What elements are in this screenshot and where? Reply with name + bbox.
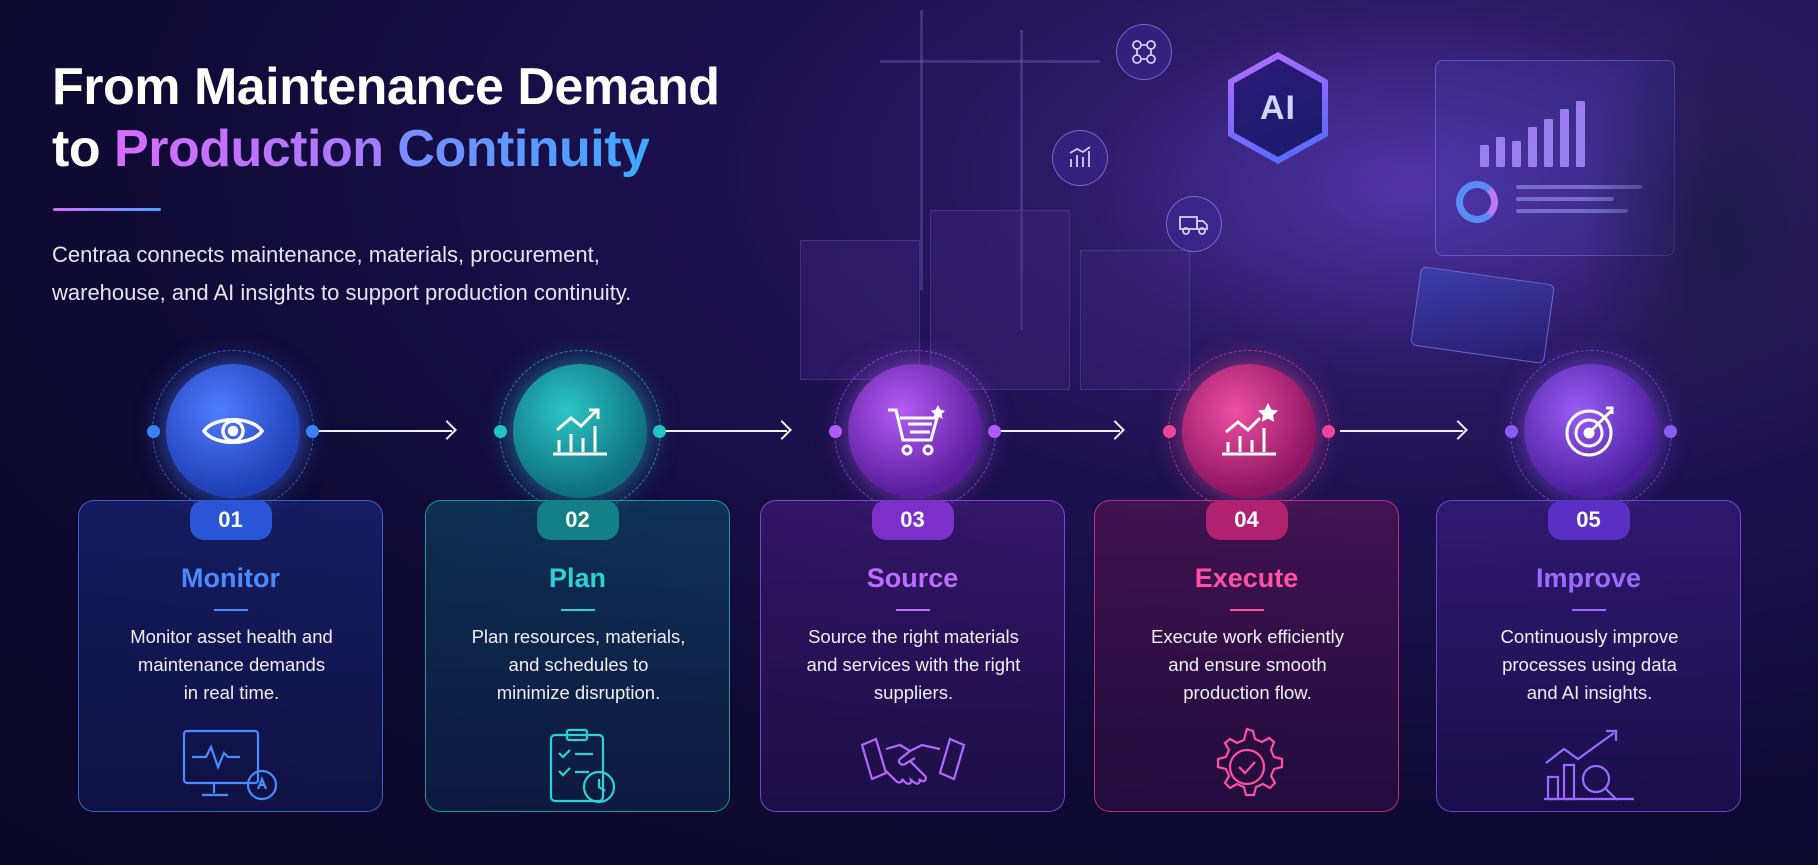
connector-dot <box>829 425 842 438</box>
step-desc-line: Source the right materials <box>808 626 1019 647</box>
title-underline <box>53 208 161 211</box>
dashboard-lines <box>1516 185 1656 221</box>
step-description: Execute work efficiently and ensure smoo… <box>1113 623 1382 707</box>
chart-star-icon <box>1182 364 1316 498</box>
step-title: Improve <box>1535 563 1642 593</box>
connector-dot <box>653 425 666 438</box>
connector-dot <box>1505 425 1518 438</box>
step-desc-line: suppliers. <box>873 682 954 703</box>
step-desc-line: and services with the right <box>806 654 1021 675</box>
shopping-cart-icon <box>848 364 982 498</box>
growth-chart-icon <box>513 364 647 498</box>
step-desc-line: Execute work efficiently <box>1151 626 1344 647</box>
target-icon <box>1524 364 1658 498</box>
title-production: Production <box>114 120 384 178</box>
step-improve: 05 Improve Continuously improve processe… <box>1436 350 1746 820</box>
step-number-badge: 01 <box>189 500 272 540</box>
step-number-badge: 04 <box>1205 500 1288 540</box>
crane-mast <box>1020 30 1023 330</box>
shipping-containers <box>1080 250 1190 390</box>
connector-dot <box>1664 425 1677 438</box>
step-desc-line: maintenance demands <box>137 654 326 675</box>
step-description: Monitor asset health and maintenance dem… <box>97 623 366 707</box>
gear-check-icon <box>1216 727 1283 797</box>
page-title: From Maintenance Demand to Production Co… <box>52 56 720 180</box>
step-desc-line: Plan resources, materials, <box>471 626 686 647</box>
network-icon <box>1116 24 1172 80</box>
step-execute: 04 Execute Execute work efficiently and … <box>1094 350 1404 820</box>
step-description: Source the right materials and services … <box>779 623 1048 707</box>
step-title-underline <box>1229 609 1264 611</box>
step-title-underline <box>213 609 248 611</box>
step-plan: 02 Plan Plan resources, materials, and s… <box>425 350 735 820</box>
connector-dot <box>494 425 507 438</box>
truck-icon <box>1166 196 1222 252</box>
crane-boom <box>880 60 1100 63</box>
step-desc-line: Continuously improve <box>1500 626 1679 647</box>
step-description: Continuously improve processes using dat… <box>1455 623 1724 707</box>
eye-icon <box>166 364 300 498</box>
step-description: Plan resources, materials, and schedules… <box>444 623 713 707</box>
title-continuity: Continuity <box>397 120 650 178</box>
step-desc-line: processes using data <box>1502 654 1677 675</box>
step-source: 03 Source Source the right materials and… <box>760 350 1070 820</box>
step-desc-line: minimize disruption. <box>496 682 661 703</box>
connector-dot <box>306 425 319 438</box>
step-title: Plan <box>548 563 607 593</box>
title-line-2: to Production Continuity <box>52 118 720 180</box>
ai-label: AI <box>1234 59 1322 157</box>
step-title-underline <box>1571 609 1606 611</box>
step-title-underline <box>560 609 595 611</box>
connector-dot <box>1322 425 1335 438</box>
background-scene <box>760 0 1818 420</box>
subtitle-line-1: Centraa connects maintenance, materials,… <box>52 242 600 267</box>
step-desc-line: and schedules to <box>508 654 649 675</box>
crane-mast <box>920 10 923 290</box>
bar-chart-icon <box>1052 130 1108 186</box>
step-card: 05 Improve Continuously improve processe… <box>1436 500 1741 812</box>
connector-dot <box>1163 425 1176 438</box>
step-desc-line: Monitor asset health and <box>130 626 333 647</box>
step-card: 04 Execute Execute work efficiently and … <box>1094 500 1399 812</box>
step-number-badge: 03 <box>871 500 954 540</box>
step-monitor: 01 Monitor Monitor asset health and main… <box>78 350 388 820</box>
step-title: Execute <box>1194 563 1299 593</box>
flow-arrow <box>665 430 787 432</box>
connector-dot <box>147 425 160 438</box>
step-desc-line: production flow. <box>1183 682 1312 703</box>
step-desc-line: in real time. <box>183 682 280 703</box>
dashboard-donut <box>1456 181 1498 223</box>
connector-dot <box>988 425 1001 438</box>
subtitle: Centraa connects maintenance, materials,… <box>52 236 812 312</box>
flow-arrow <box>1340 430 1463 432</box>
step-title: Monitor <box>181 563 280 593</box>
handshake-icon <box>860 737 965 785</box>
person-silhouette <box>1580 0 1818 420</box>
ai-hexagon-badge: AI <box>1228 52 1328 164</box>
step-title-underline <box>895 609 930 611</box>
flow-arrow <box>998 430 1120 432</box>
step-number-badge: 02 <box>536 500 619 540</box>
title-to: to <box>52 120 101 178</box>
step-card: 03 Source Source the right materials and… <box>760 500 1065 812</box>
step-desc-line: and AI insights. <box>1526 682 1653 703</box>
clipboard-clock-icon <box>549 728 615 804</box>
step-number-badge: 05 <box>1547 500 1630 540</box>
subtitle-line-2: warehouse, and AI insights to support pr… <box>52 280 632 305</box>
step-title: Source <box>866 563 959 593</box>
title-line-1: From Maintenance Demand <box>52 58 720 116</box>
step-desc-line: and ensure smooth <box>1168 654 1327 675</box>
flow-arrow <box>318 430 452 432</box>
analytics-search-icon <box>1543 729 1634 801</box>
step-card: 02 Plan Plan resources, materials, and s… <box>425 500 730 812</box>
step-card: 01 Monitor Monitor asset health and main… <box>78 500 383 812</box>
monitor-pulse-icon <box>182 729 277 801</box>
